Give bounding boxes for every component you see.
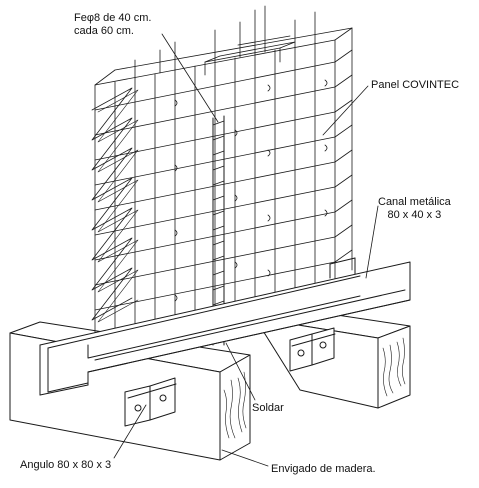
joist-label: Envigado de madera. [271, 463, 376, 475]
rebar-label-line2: cada 60 cm. [74, 25, 134, 37]
channel-label-line2: 80 x 40 x 3 [387, 209, 442, 221]
weld-label: Soldar [252, 402, 284, 414]
rebar-label: Feφ8 de 40 cm. cada 60 cm. [74, 12, 151, 38]
leader-lines [113, 33, 379, 467]
angle-bracket-right [289, 327, 336, 372]
channel-label: Canal metálica 80 x 40 x 3 [378, 196, 451, 222]
angle-label: Angulo 80 x 80 x 3 [20, 459, 112, 471]
steel-channel [39, 257, 411, 396]
rebar-label-line1: Feφ8 de 40 cm. [74, 12, 152, 24]
channel-label-line1: Canal metálica [378, 196, 451, 208]
angle-bracket-left [124, 377, 177, 427]
wire-mesh-panel [91, 5, 353, 336]
panel-label: Panel COVINTEC [371, 79, 460, 91]
